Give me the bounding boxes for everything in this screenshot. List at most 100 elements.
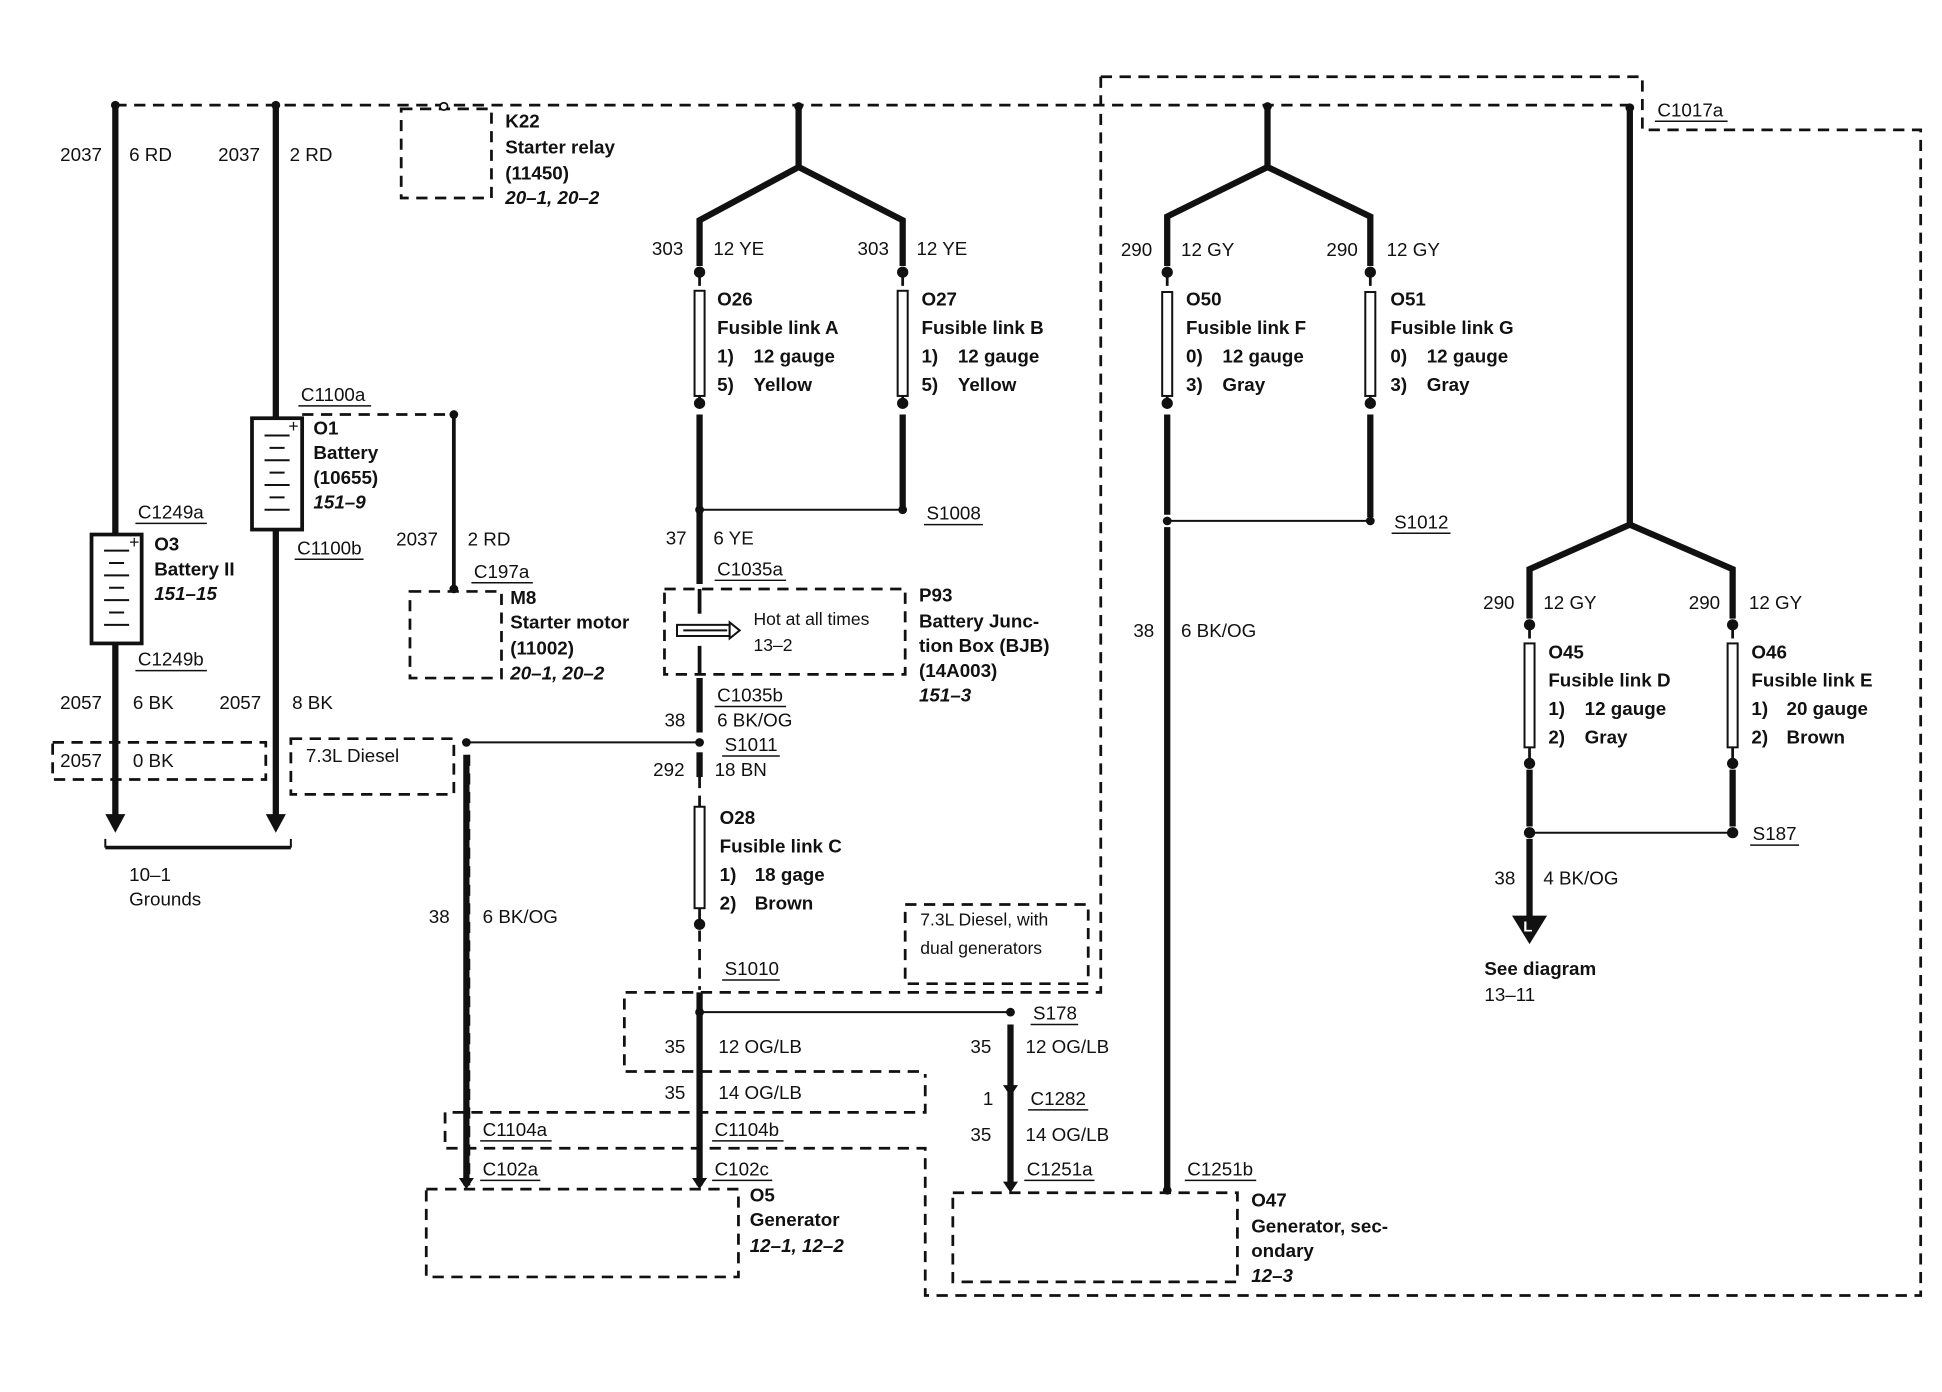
fuse-b-spec1: 1) <box>921 346 938 367</box>
ground-circuit-1: 2037 <box>60 144 102 165</box>
fuse-a-val2: Yellow <box>753 374 812 395</box>
fuse-c-id: O28 <box>720 807 756 828</box>
see-diagram-text: See diagram <box>1484 958 1596 979</box>
wire-37-wire: 6 YE <box>713 528 753 549</box>
fuse-a-spec2: 5) <box>717 374 734 395</box>
ground-branch: 2037 6 RD 2037 2 RD 2057 6 BK 2057 8 BK … <box>51 100 333 910</box>
m8-part: (11002) <box>510 638 574 659</box>
generator-o5: C1104a C1104b C102a C102c O5 Generator 1… <box>424 1119 845 1279</box>
battery-o1-plus: + <box>288 416 298 436</box>
secondary-feed: S178 35 12 OG/LB 1 C1282 35 14 OG/LB <box>970 1003 1109 1186</box>
wire-38a-wire: 6 BK/OG <box>717 709 792 730</box>
fuse-e-spec2: 2) <box>1751 727 1768 748</box>
generator2-id: O47 <box>1251 1190 1287 1211</box>
c1104b-label: C1104b <box>715 1119 779 1140</box>
wire-35d-wire: 14 OG/LB <box>1026 1124 1110 1145</box>
fuse-c-val1: 18 gage <box>755 864 825 885</box>
battery-o3-plus: + <box>129 532 139 552</box>
bjb-hot-ref: 13–2 <box>753 635 792 655</box>
fuse-f-spec2: 3) <box>1186 374 1203 395</box>
c1282-pin: 1 <box>983 1088 993 1109</box>
splice-s1008: S1008 <box>926 503 980 524</box>
k22-ref: 20–1, 20–2 <box>504 187 600 208</box>
generator-name: Generator <box>750 1209 840 1230</box>
c1017a-label: C1017a <box>1657 99 1723 120</box>
battery-junction-box: C1035a Hot at all times 13–2 P93 Battery… <box>663 558 1050 708</box>
m8-connector: C197a <box>474 561 530 582</box>
m8-name: Starter motor <box>510 612 629 633</box>
fuse-a-circuit: 303 <box>652 238 683 259</box>
dual-generators-box: 7.3L Diesel, with dual generators <box>903 903 1090 986</box>
starter-relay-k22: K22 Starter relay (11450) 20–1, 20–2 <box>399 101 616 208</box>
wire-35a-circuit: 35 <box>664 1036 685 1057</box>
fusible-links-fg: 290 12 GY O50 Fusible link F 0) 12 gauge… <box>1121 102 1514 1195</box>
fuse-c-val2: Brown <box>755 893 813 914</box>
arrow-letter: L <box>1523 919 1532 936</box>
m8-wire: 2 RD <box>468 529 511 550</box>
fuse-f-val1: 12 gauge <box>1222 346 1303 367</box>
ground-circuit-2: 2037 <box>218 144 260 165</box>
battery-o3-id: O3 <box>154 534 179 555</box>
splice-s1010: S1010 <box>725 958 779 979</box>
fuse-b-val2: Yellow <box>958 374 1017 395</box>
splice-s1011: S1011 <box>725 734 778 755</box>
fuse-g-id: O51 <box>1390 289 1426 310</box>
wire-35c-wire: 12 OG/LB <box>1026 1036 1110 1057</box>
ground-wire-3: 6 BK <box>133 692 174 713</box>
c1251a-label: C1251a <box>1027 1159 1093 1180</box>
wire-38a-circuit: 38 <box>664 709 685 730</box>
fuse-e-val2: Brown <box>1787 727 1845 748</box>
fusible-links-de: C1017a L 290 12 GY O45 Fusible link D 1)… <box>1483 99 1872 1005</box>
grounds-ref: 10–1 <box>129 864 171 885</box>
fuse-g-val2: Gray <box>1427 374 1470 395</box>
wire-37-circuit: 37 <box>666 528 687 549</box>
wire-38d-circuit: 38 <box>1494 868 1515 889</box>
wire-292-circuit: 292 <box>653 759 684 780</box>
bjb-id: P93 <box>919 584 952 605</box>
c1251b-label: C1251b <box>1187 1159 1253 1180</box>
bjb-hot-text: Hot at all times <box>753 609 869 629</box>
wire-35d-circuit: 35 <box>970 1124 991 1145</box>
fuse-c-spec2: 2) <box>720 893 737 914</box>
fuse-g-wire: 12 GY <box>1387 239 1441 260</box>
fuse-f-id: O50 <box>1186 289 1222 310</box>
bjb-name-2: tion Box (BJB) <box>919 635 1050 656</box>
fuse-b-id: O27 <box>921 289 957 310</box>
wire-292-wire: 18 BN <box>715 759 767 780</box>
splice-s1012: S1012 <box>1394 511 1448 532</box>
fuse-e-val1: 20 gauge <box>1787 698 1868 719</box>
fuse-d-val2: Gray <box>1585 727 1628 748</box>
dual-box-line2: dual generators <box>920 938 1042 958</box>
bjb-connector-bottom: C1035b <box>717 685 783 706</box>
battery-o3: + C1249a O3 Battery II 151–15 C1249b <box>89 502 235 672</box>
wire-38b-circuit: 38 <box>429 906 450 927</box>
fuse-g-circuit: 290 <box>1326 239 1357 260</box>
fuse-f-val2: Gray <box>1222 374 1265 395</box>
k22-name: Starter relay <box>505 137 615 158</box>
wire-38c-circuit: 38 <box>1133 620 1154 641</box>
ground-wire-5: 0 BK <box>133 750 174 771</box>
fuse-g-val1: 12 gauge <box>1427 346 1508 367</box>
ground-wire-1: 6 RD <box>129 144 172 165</box>
battery-o3-connector-bottom: C1249b <box>138 649 204 670</box>
m8-ref: 20–1, 20–2 <box>509 662 605 683</box>
wire-38b-wire: 6 BK/OG <box>483 906 558 927</box>
wire-38d-wire: 4 BK/OG <box>1543 868 1618 889</box>
generator2-name-2: ondary <box>1251 1240 1314 1261</box>
fuse-f-wire: 12 GY <box>1181 239 1235 260</box>
fuse-d-spec1: 1) <box>1548 698 1565 719</box>
battery-o1-id: O1 <box>313 417 338 438</box>
k22-id: K22 <box>505 111 539 132</box>
fusible-links-ab: 303 12 YE O26 Fusible link A 1) 12 gauge… <box>652 102 1044 585</box>
bjb-ref: 151–3 <box>919 685 972 706</box>
dual-box-line1: 7.3L Diesel, with <box>920 910 1048 930</box>
fuse-f-circuit: 290 <box>1121 239 1152 260</box>
starter-motor-m8: 2037 2 RD C197a M8 Starter motor (11002)… <box>396 410 629 683</box>
fuse-b-wire: 12 YE <box>916 238 967 259</box>
wire-35c-circuit: 35 <box>970 1036 991 1057</box>
grounds-label: Grounds <box>129 889 201 910</box>
fuse-d-name: Fusible link D <box>1548 670 1670 691</box>
generator-ref: 12–1, 12–2 <box>750 1235 845 1256</box>
generator2-name-1: Generator, sec- <box>1251 1215 1388 1236</box>
center-column: 38 6 BK/OG S1011 292 18 BN O28 Fusible l… <box>653 678 1011 1186</box>
